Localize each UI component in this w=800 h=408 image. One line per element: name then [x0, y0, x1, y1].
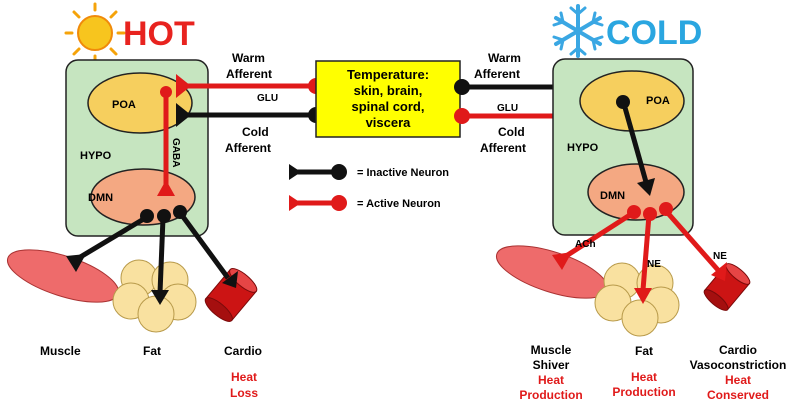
left-warm-line1: Warm: [232, 51, 265, 65]
cold-muscle-outcome2: Production: [519, 388, 582, 402]
sun-icon: [64, 2, 126, 64]
right-cold-line1: Cold: [498, 125, 525, 139]
cold-muscle-outcome1: Heat: [538, 373, 564, 387]
cold-fat-outcome1: Heat: [631, 370, 657, 384]
hot-fat-cluster: [112, 259, 197, 333]
legend-active: = Active Neuron: [289, 195, 441, 211]
legend-active-label: = Active Neuron: [357, 198, 441, 210]
cold-cardio-line1: Cardio: [719, 343, 757, 357]
cold-ne-fat-label: NE: [647, 259, 661, 270]
legend-inactive: = Inactive Neuron: [289, 164, 449, 180]
cold-active-neuron-cardio: [659, 202, 727, 281]
cold-cardio-vessel: [703, 263, 751, 311]
right-warm-line2: Afferent: [474, 67, 520, 81]
hot-dmn-label: DMN: [88, 192, 113, 204]
hot-gaba-neuron: [157, 86, 175, 196]
temperature-box: [315, 60, 461, 138]
cold-poa-label: POA: [646, 95, 670, 107]
hot-hypo-label: HYPO: [80, 150, 112, 162]
hot-muscle: [6, 249, 120, 303]
hot-poa-label: POA: [112, 99, 136, 111]
cold-dmn-label: DMN: [600, 190, 625, 202]
right-cold-line2: Afferent: [480, 141, 526, 155]
hot-panel: HOT HYPO POA DMN GABA: [6, 2, 262, 400]
right-warm-line1: Warm: [488, 51, 521, 65]
cold-panel: COLD HYPO POA DMN: [495, 4, 787, 402]
hot-outcome-line2: Loss: [230, 386, 258, 400]
left-cold-line1: Cold: [242, 125, 269, 139]
hot-dmn-node: [90, 168, 196, 226]
hot-outcome-line1: Heat: [231, 370, 257, 384]
cold-fat-label: Fat: [635, 344, 653, 358]
temperature-line2: skin, brain,: [354, 83, 423, 98]
snowflake-icon: [552, 4, 604, 58]
hot-inactive-neuron-muscle: [66, 209, 154, 272]
right-glu-label: GLU: [497, 103, 518, 114]
cold-title: COLD: [606, 14, 702, 52]
cold-cardio-outcome1: Heat: [725, 373, 751, 387]
cold-ne-cardio-label: NE: [713, 251, 727, 262]
cold-muscle-line2: Shiver: [533, 358, 570, 372]
temperature-line1: Temperature:: [347, 67, 429, 82]
hot-cardio-vessel: [204, 268, 258, 322]
cold-ach-label: ACh: [575, 239, 596, 250]
hot-muscle-label: Muscle: [40, 344, 81, 358]
left-warm-line2: Afferent: [226, 67, 272, 81]
hot-title: HOT: [123, 15, 195, 53]
cold-inactive-neuron-poa-dmn: [616, 95, 655, 196]
cold-active-neuron-muscle: [552, 205, 641, 270]
left-cold-line2: Afferent: [225, 141, 271, 155]
cold-muscle-line1: Muscle: [531, 343, 572, 357]
hot-gaba-label: GABA: [170, 138, 181, 167]
hot-inactive-neuron-cardio: [173, 205, 238, 288]
temperature-line4: viscera: [366, 115, 412, 130]
hot-cardio-label: Cardio: [224, 344, 262, 358]
center-section: GLU Warm Afferent Cold Afferent Temperat…: [176, 51, 604, 211]
cold-active-neuron-fat: [634, 207, 657, 304]
hot-fat-label: Fat: [143, 344, 161, 358]
legend-inactive-label: = Inactive Neuron: [357, 167, 449, 179]
cold-fat-outcome2: Production: [612, 385, 675, 399]
temperature-line3: spinal cord,: [352, 99, 425, 114]
cold-hypo-label: HYPO: [567, 142, 599, 154]
cold-fat-cluster: [594, 262, 680, 337]
cold-cardio-outcome2: Conserved: [707, 388, 769, 402]
hot-inactive-neuron-fat: [151, 209, 171, 305]
cold-cardio-line2: Vasoconstriction: [690, 358, 787, 372]
left-glu-label: GLU: [257, 93, 278, 104]
